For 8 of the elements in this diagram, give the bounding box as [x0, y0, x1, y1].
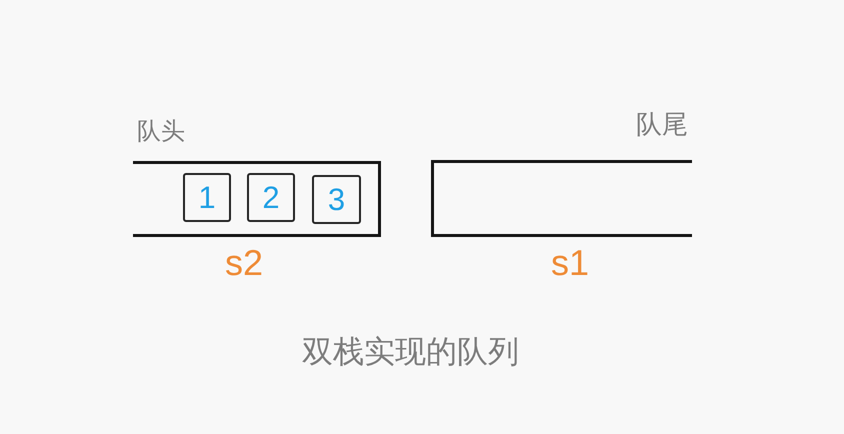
number-box: 3: [312, 175, 361, 224]
end-label: 队尾: [636, 110, 688, 139]
stack-name: s2: [224, 245, 264, 281]
stack-name: s1: [550, 245, 590, 281]
end-label: 队头: [137, 119, 185, 146]
number-box: 1: [183, 173, 231, 222]
caption: 双栈实现的队列: [302, 335, 519, 370]
number-box: 2: [247, 173, 295, 222]
